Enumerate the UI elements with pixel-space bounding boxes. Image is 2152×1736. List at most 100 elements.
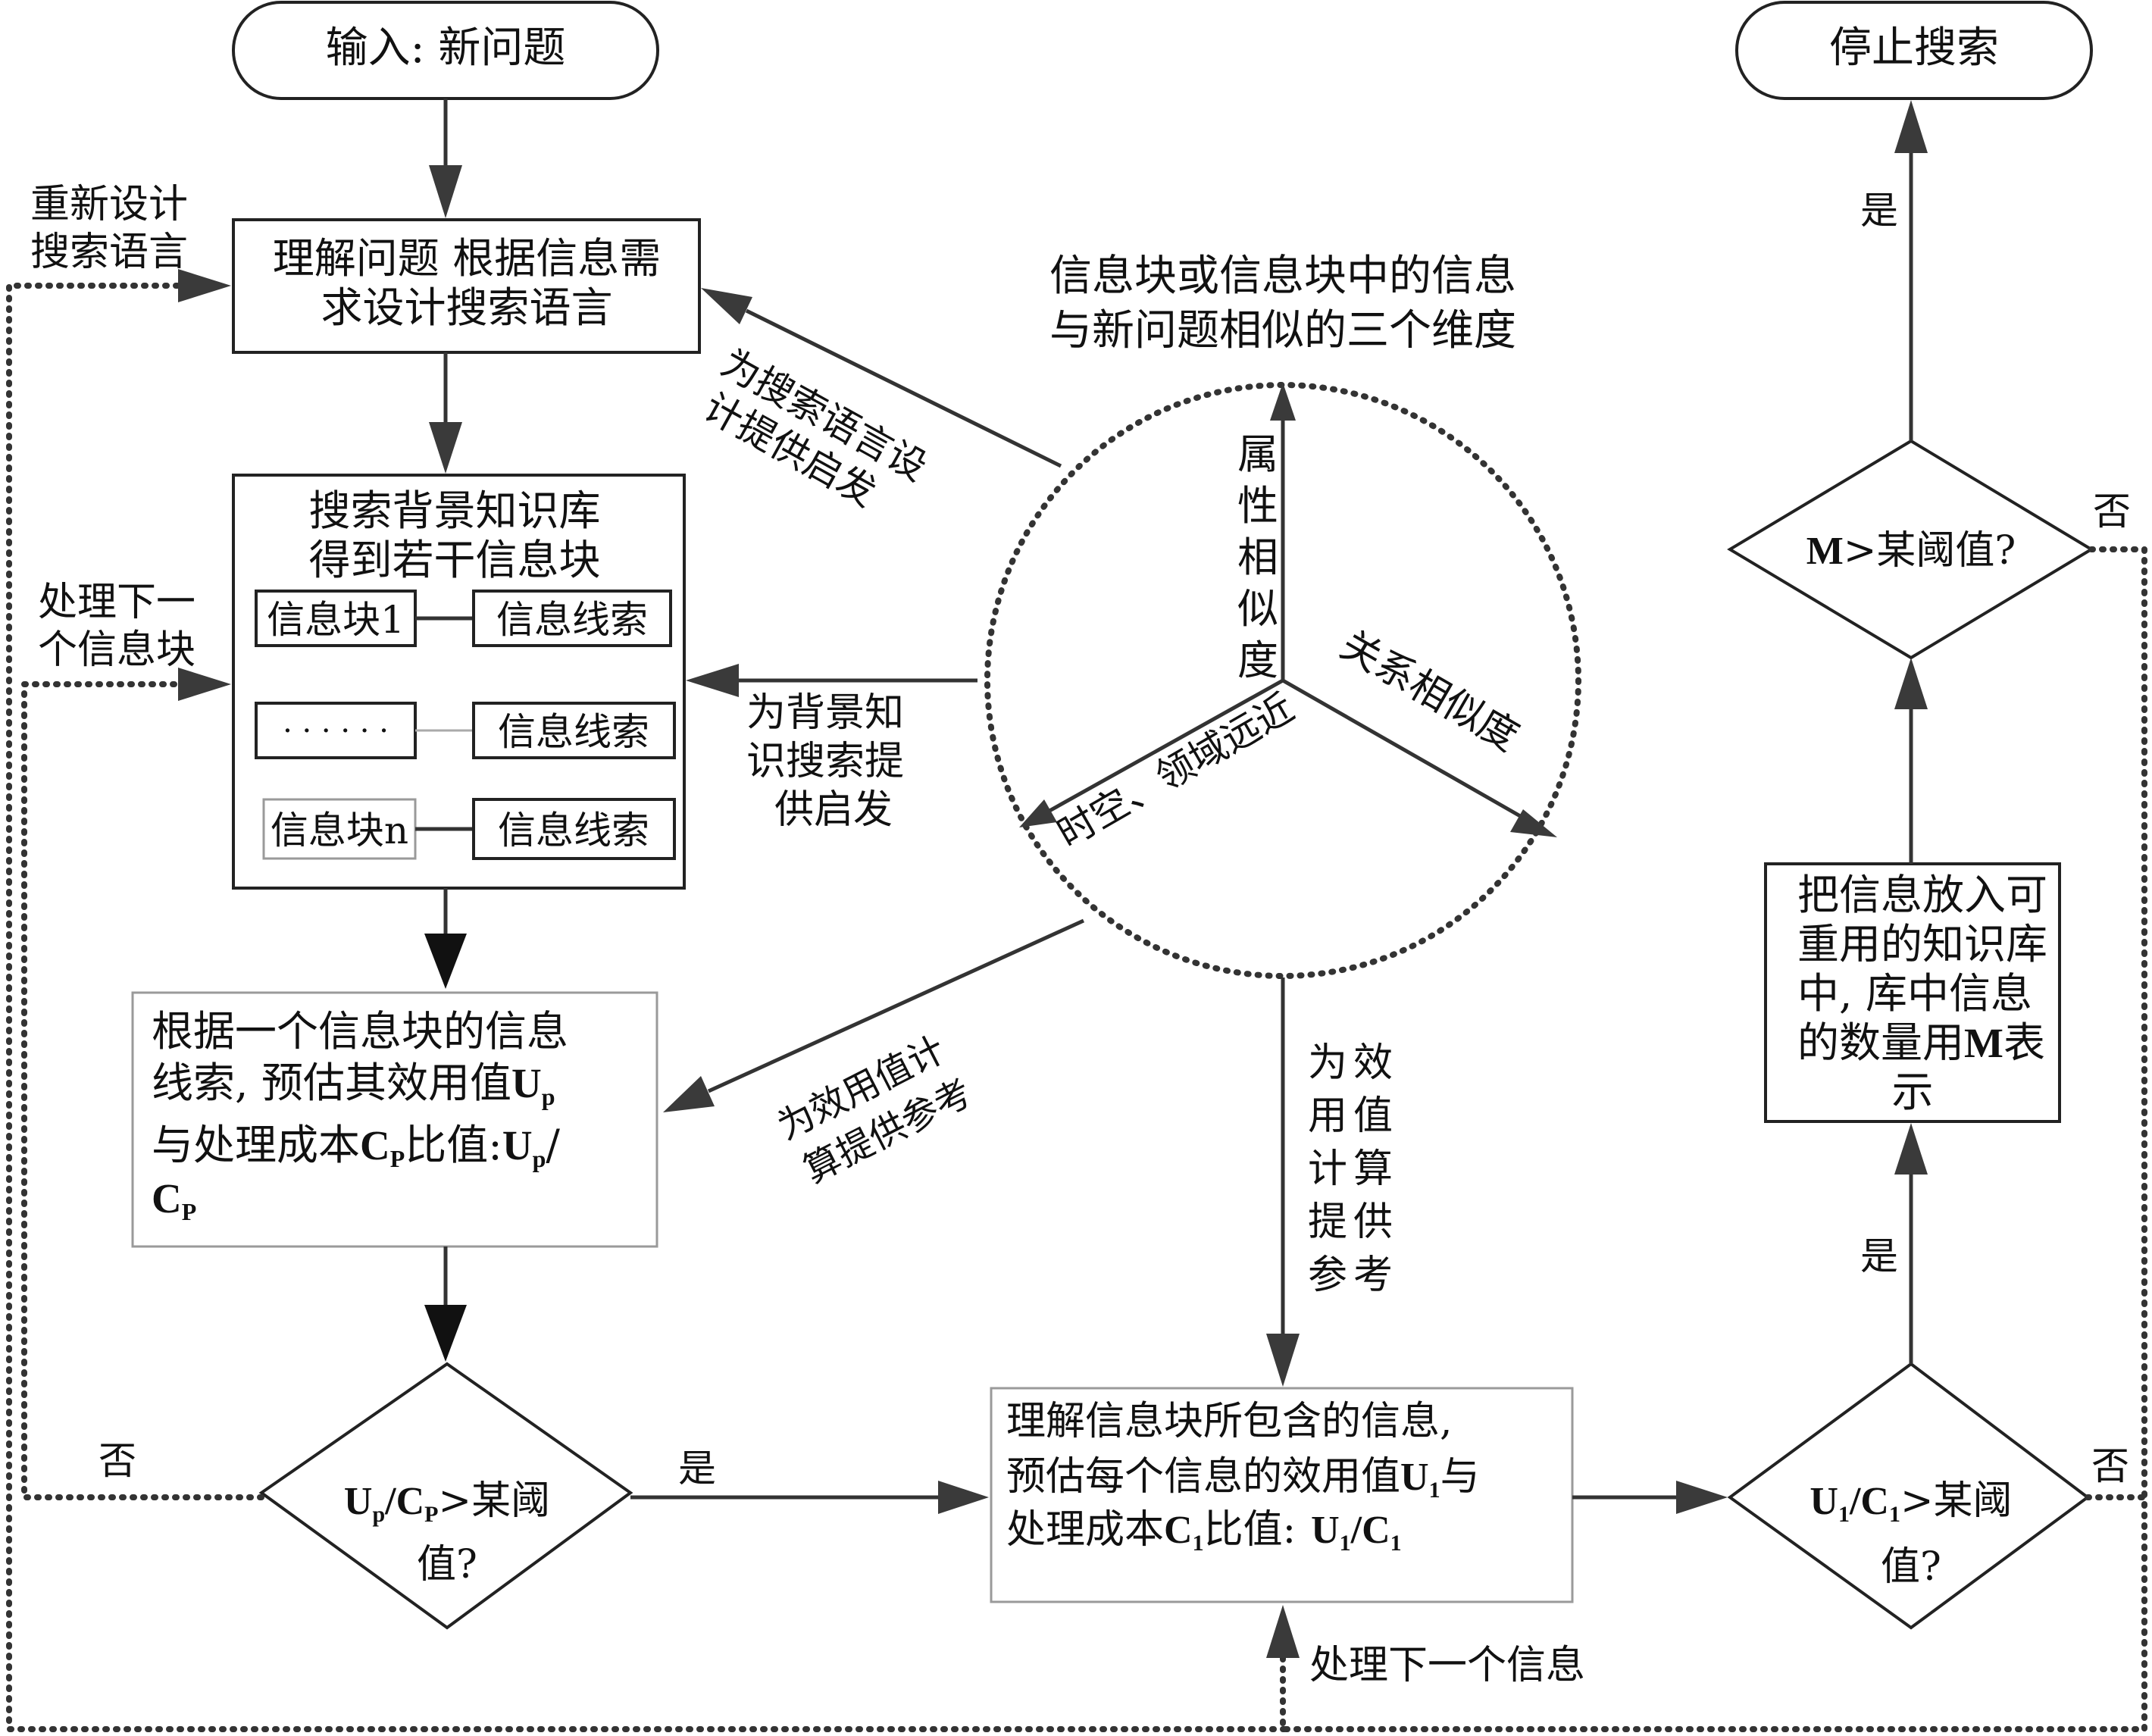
stop-label: 停止搜索 [1829,23,1999,73]
decision-m-label: M>某阈值? [1806,528,2016,574]
decision2-no-label: 否 [2091,1444,2129,1488]
arrow-next-info [1266,1605,1300,1658]
reuse-line-5: 示 [1891,1068,1933,1116]
hint-background-line-2: 识搜索提 [746,739,904,784]
info-clue-2 [472,702,676,759]
next-info-label: 处理下一个信息 [1309,1643,1585,1688]
decision-up-cp-line-2: 值? [417,1542,477,1587]
info-clue-2-label: 信息线索 [498,710,649,754]
info-clue-1-label: 信息线索 [496,598,648,642]
hint-utility-down-char-5: 计 [1308,1146,1347,1192]
attribute-similarity-char-2: 性 [1237,482,1278,530]
arrow-next-block [178,668,231,701]
estimate-line-3: 与处理成本CP比值:Up/ [152,1121,560,1172]
arrow-decision2-yes [1894,1123,1928,1175]
arrow-hint-language [701,288,752,324]
info-clue-3-label: 信息线索 [498,809,649,852]
info-block-ellipsis [255,702,417,759]
feedback-connectors [6,269,2147,1732]
arrow-info-to-decision2 [1676,1481,1728,1514]
decision1-yes-label: 是 [678,1447,716,1490]
arrow-redesign-search [178,269,231,302]
hint-utility-down-char-8: 供 [1353,1200,1393,1245]
hint-utility-down-char-9: 参 [1308,1253,1347,1298]
hint-utility-down-char-4: 值 [1353,1093,1393,1139]
reuse-line-1: 把信息放入可 [1797,871,2047,919]
info-block-ellipsis-label: · · · · · · [283,714,389,749]
hint-utility-down-char-10: 考 [1353,1253,1393,1298]
attribute-similarity-char-3: 相 [1237,533,1278,581]
main-connectors [424,99,1928,1514]
stop-terminal: 停止搜索 [1735,1,2093,100]
start-label: 输入: 新问题 [326,23,566,73]
relation-arrowhead [1510,809,1557,837]
decision-up-cp-line-1: Up/CP>某阈 [344,1478,550,1527]
search-knowledge-box: 搜索背景知识库 得到若干信息块 信息块1 信息线索 · · · · · · 信息… [232,474,686,890]
estimate-line-2: 线索, 预估其效用值Up [152,1059,555,1110]
next-block-label-line-1: 处理下一 [38,580,195,625]
arrow-hint-utility-down [1266,1334,1300,1387]
hint-background-line-1: 为背景知 [746,690,904,736]
hint-utility-down-char-1: 为 [1308,1040,1347,1086]
arrow-decision1-yes [938,1481,989,1514]
arrow-hint-background [686,664,739,697]
spacetime-arrowhead [1019,799,1057,827]
decision-up-cp: Up/CP>某阈 值? [258,1362,633,1630]
estimate-utility-box: 根据一个信息块的信息 线索, 预估其效用值Up 与处理成本CP比值:Up/ CP [131,991,658,1248]
arrow-estimate-to-decision [424,1305,467,1362]
reuse-knowledge-box: 把信息放入可 重用的知识库 中, 库中信息 的数量用M表 示 [1764,862,2061,1123]
info-block-n [262,798,417,860]
info-clue-1 [472,590,672,647]
search-knowledge-line-1: 搜索背景知识库 [308,486,600,535]
reuse-line-2: 重用的知识库 [1797,920,2047,968]
start-terminal: 输入: 新问题 [232,1,659,100]
decision-u1-c1: U1/C1>某阈 值? [1727,1362,2091,1630]
similarity-caption-line-2: 与新问题相似的三个维度 [1049,306,1516,355]
decision3-no-label: 否 [2093,490,2131,533]
info-block-n-label: 信息块n [271,809,408,852]
decision2-yes-label: 是 [1860,1234,1898,1278]
attribute-similarity-char-4: 似 [1237,585,1278,633]
spacetime-domain-label: 时空、领域远近 [1049,686,1301,856]
understand-info-line-3: 处理成本C1比值:U1/C1 [1006,1507,1402,1556]
reuse-line-4: 的数量用M表 [1797,1018,2045,1067]
understand-problem-line-2: 求设计搜索语言 [321,283,612,332]
decision-m: M>某阈值? [1727,439,2094,660]
decision3-yes-label: 是 [1860,189,1898,233]
info-clue-3 [472,798,676,860]
arrow-reuse-to-decision3 [1894,658,1928,709]
arrow-decision3-yes [1894,100,1928,153]
decision-u1-c1-line-1: U1/C1>某阈 [1809,1478,2012,1527]
similarity-circle: 信息块或信息块中的信息 与新问题相似的三个维度 属 性 相 似 度 关系相似度 … [984,252,1581,979]
info-block-1-label: 信息块1 [267,598,405,642]
arrow-start-to-understand [429,165,462,218]
understand-info-box: 理解信息块所包含的信息, 预估每个信息的效用值U1与 处理成本C1比值:U1/C… [990,1387,1574,1603]
redesign-label-line-1: 重新设计 [30,182,188,227]
hint-utility-down-char-3: 用 [1308,1093,1347,1139]
estimate-line-4: CP [152,1175,196,1225]
relation-similarity-label: 关系相似度 [1333,622,1526,760]
hint-utility-down-char-2: 效 [1353,1040,1393,1086]
arrow-search-to-estimate [424,934,467,989]
arrow-hint-utility-left [663,1076,715,1112]
similarity-caption-line-1: 信息块或信息块中的信息 [1049,252,1516,301]
hint-background-line-3: 供启发 [774,787,893,833]
attribute-arrowhead [1270,383,1296,421]
estimate-line-1: 根据一个信息块的信息 [152,1007,568,1056]
reuse-line-3: 中, 库中信息 [1797,969,2032,1018]
decision-u1-c1-line-2: 值? [1881,1544,1941,1590]
next-block-label-line-2: 个信息块 [38,627,195,673]
understand-problem-line-1: 理解问题 根据信息需 [273,234,661,283]
understand-problem-box: 理解问题 根据信息需 求设计搜索语言 [232,218,701,354]
redesign-label-line-2: 搜索语言 [30,230,188,275]
understand-info-line-2: 预估每个信息的效用值U1与 [1006,1454,1480,1503]
decision1-no-label: 否 [99,1439,136,1483]
attribute-similarity-char-5: 度 [1237,637,1278,684]
hint-utility-down-char-7: 提 [1308,1200,1347,1245]
arrow-understand-to-search [429,422,462,474]
understand-info-line-1: 理解信息块所包含的信息, [1006,1399,1453,1444]
attribute-similarity-char-1: 属 [1237,430,1278,478]
hint-utility-down-char-6: 算 [1353,1146,1393,1192]
